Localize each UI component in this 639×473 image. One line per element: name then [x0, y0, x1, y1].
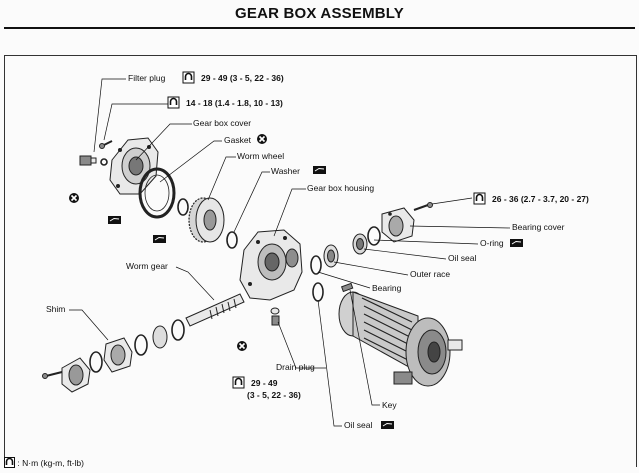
- worm-o-ring-part: [89, 351, 103, 373]
- label-bearing: Bearing: [372, 283, 402, 293]
- label-shim: Shim: [46, 304, 65, 314]
- label-worm-wheel: Worm wheel: [237, 151, 284, 161]
- torque-bearing-cover-bolt: 26 - 36 (2.7 - 3.7, 20 - 27): [492, 194, 589, 204]
- torque-cover-bolt: 14 - 18 (1.4 - 1.8, 10 - 13): [186, 98, 283, 108]
- apply-grease-icon: [107, 215, 122, 225]
- oil-seal-upper-part: [352, 233, 368, 255]
- washer-small-part: [177, 198, 189, 216]
- legend-torque-units: : N·m (kg-m, ft-lb): [17, 458, 84, 468]
- worm-wheel-part: [188, 197, 225, 243]
- torque-filter-plug: 29 - 49 (3 - 5, 22 - 36): [201, 73, 284, 83]
- label-key: Key: [382, 400, 397, 410]
- apply-grease-icon: [152, 234, 167, 244]
- filter-plug-washer-part: [100, 158, 108, 166]
- label-filter-plug: Filter plug: [128, 73, 166, 83]
- legend: : N·m (kg-m, ft-lb): [4, 457, 84, 468]
- do-not-reuse-icon: [256, 133, 268, 145]
- gear-box-cover-part: [109, 137, 159, 195]
- drain-plug-part: [270, 307, 280, 326]
- bearing-upper-part: [310, 255, 322, 275]
- worm-bearing-2-part: [152, 325, 168, 349]
- torque-drain-plug-line1: 29 - 49: [251, 378, 278, 388]
- label-oil-seal-lower: Oil seal: [344, 420, 372, 430]
- o-ring-part: [367, 226, 381, 246]
- torque-wrench-icon: [167, 96, 180, 109]
- worm-gear-part: [185, 293, 245, 327]
- gear-box-housing-part: [239, 229, 303, 301]
- worm-end-cover-part: [61, 357, 91, 393]
- label-gear-box-housing: Gear box housing: [307, 183, 374, 193]
- label-oil-seal-upper: Oil seal: [448, 253, 476, 263]
- title-rule: [4, 27, 635, 29]
- torque-wrench-icon: [232, 376, 245, 389]
- worm-bearing-3-part: [134, 334, 148, 356]
- bearing-cover-part: [381, 207, 415, 243]
- washer-part: [226, 231, 238, 249]
- label-o-ring: O-ring: [480, 238, 504, 248]
- do-not-reuse-icon: [236, 340, 248, 352]
- drum-assembly-part: [338, 291, 463, 387]
- page-title: GEAR BOX ASSEMBLY: [235, 5, 404, 22]
- label-washer: Washer: [271, 166, 300, 176]
- worm-bearing-1-part: [171, 319, 185, 341]
- cover-bolt-part: [99, 140, 113, 149]
- apply-grease-icon: [509, 238, 524, 248]
- label-worm-gear: Worm gear: [126, 261, 168, 271]
- torque-wrench-icon: [473, 192, 486, 205]
- do-not-reuse-icon: [68, 192, 80, 204]
- worm-end-bolt-part: [42, 371, 63, 379]
- label-bearing-cover: Bearing cover: [512, 222, 565, 232]
- gasket-part: [138, 167, 176, 219]
- label-gear-box-cover: Gear box cover: [193, 118, 251, 128]
- label-outer-race: Outer race: [410, 269, 450, 279]
- torque-drain-plug-line2: (3 - 5, 22 - 36): [247, 390, 301, 400]
- torque-wrench-icon: [4, 457, 15, 468]
- filter-plug-part: [79, 155, 97, 166]
- torque-wrench-icon: [182, 71, 195, 84]
- shim-part: [103, 337, 133, 373]
- diagram-frame: [4, 55, 637, 467]
- bearing-cover-bolt-part: [413, 202, 433, 211]
- outer-race-part: [323, 244, 339, 268]
- label-gasket: Gasket: [224, 135, 252, 145]
- leader-lines: [69, 78, 511, 427]
- label-drain-plug: Drain plug: [276, 362, 315, 372]
- apply-grease-icon: [380, 420, 395, 430]
- apply-grease-icon: [312, 165, 327, 175]
- bearing-lower-part: [312, 282, 324, 302]
- key-part: [340, 282, 354, 293]
